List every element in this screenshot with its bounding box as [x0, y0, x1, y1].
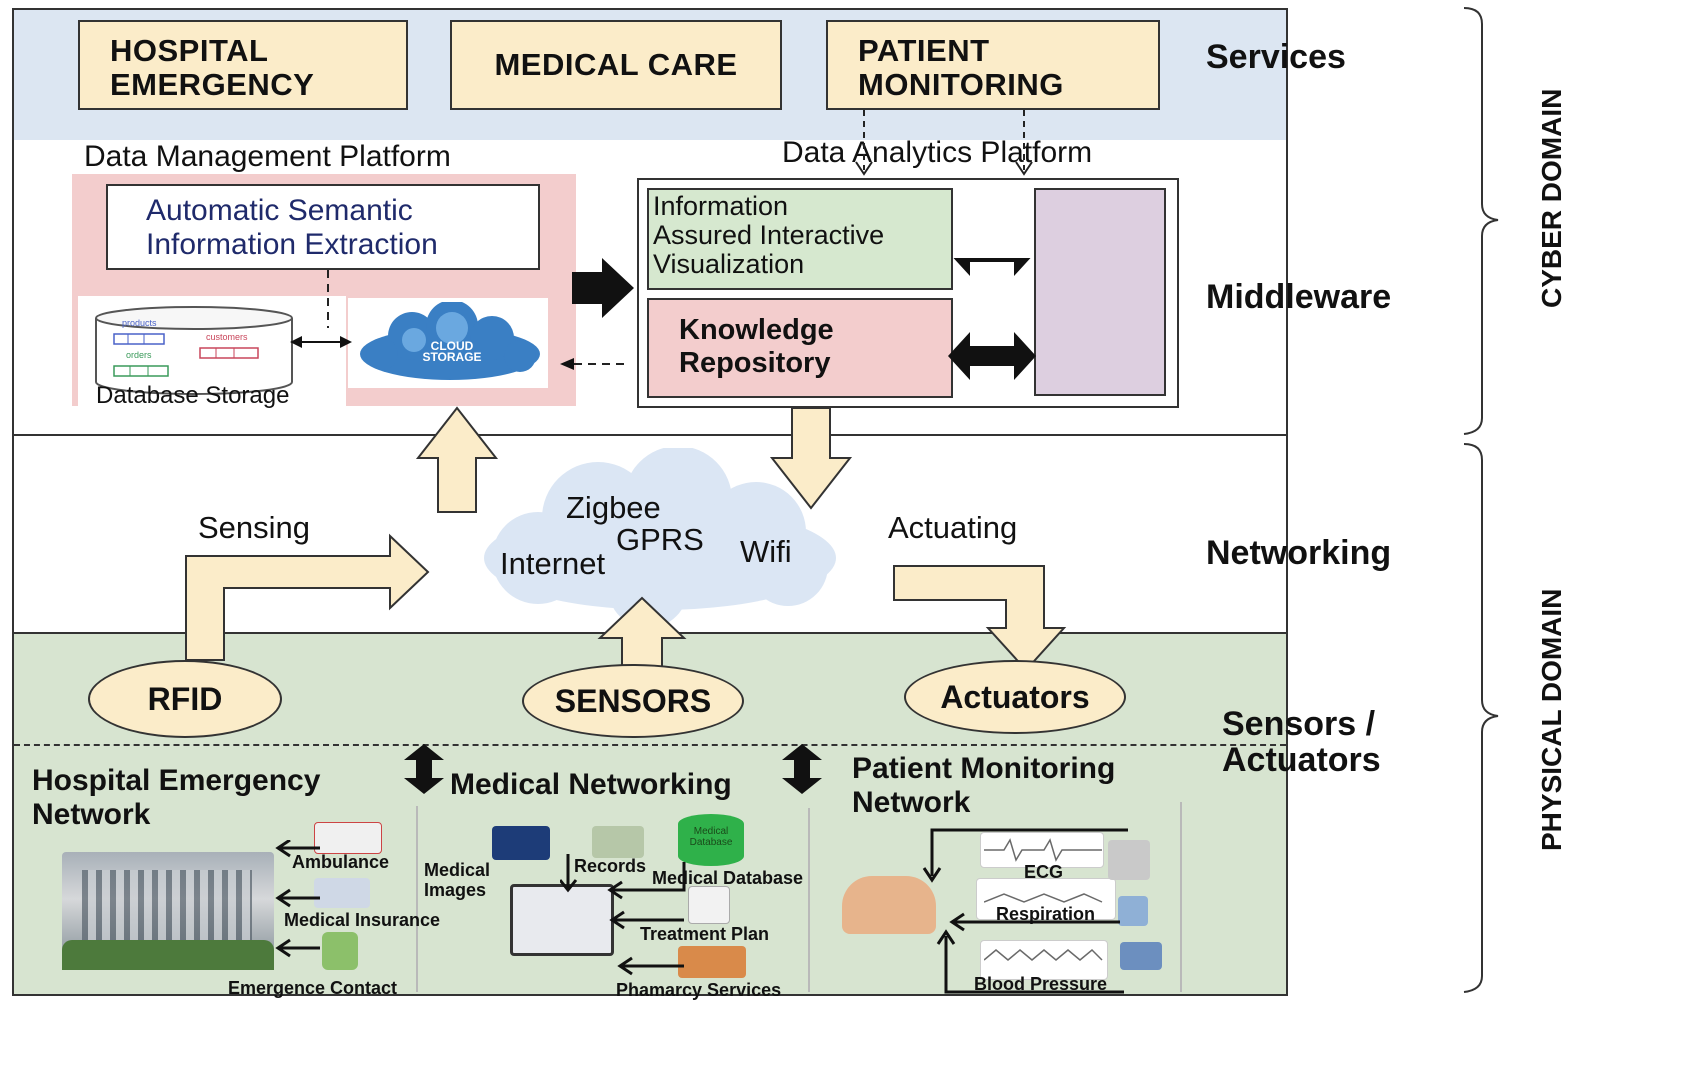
- treatment-plan-label: Treatment Plan: [640, 924, 770, 944]
- physical-domain-label: PHYSICAL DOMAIN: [1536, 588, 1567, 851]
- visualization-line: Visualization: [653, 249, 805, 279]
- blood-pressure-label: Blood Pressure: [974, 974, 1108, 994]
- database-cylinder-icon: [95, 306, 293, 395]
- cyber-domain-label: CYBER DOMAIN: [1536, 88, 1567, 308]
- cloud-storage-line: STORAGE: [422, 350, 482, 364]
- data-management-platform-label: Data Management Platform: [84, 140, 451, 173]
- knowledge-repository-box: Knowledge Repository: [647, 298, 953, 398]
- lavender-box: [1034, 188, 1166, 396]
- respiration-device-icon: [1118, 896, 1148, 926]
- flow-arrows: [185, 406, 1067, 677]
- dashed-separator: [14, 744, 1286, 746]
- database-storage-label: Database Storage: [96, 382, 290, 409]
- db-table-label: orders: [126, 350, 152, 360]
- ambulance-label: Ambulance: [292, 852, 390, 872]
- network-title-line: Network: [852, 786, 971, 819]
- network-title-line: Patient Monitoring: [852, 752, 1116, 785]
- patient-monitoring-network-title: Patient Monitoring Network: [852, 752, 1115, 820]
- cloud-word-gprs: GPRS: [616, 522, 704, 557]
- layer-line: Sensors /: [1222, 705, 1376, 743]
- service-hospital-emergency: HOSPITAL EMERGENCY: [78, 20, 408, 110]
- service-medical-care: MEDICAL CARE: [450, 20, 782, 110]
- network-cloud-icon: [484, 448, 836, 628]
- pharmacy-services-label: Phamarcy Services: [616, 980, 782, 1000]
- emergence-contact-label: Emergence Contact: [228, 978, 398, 998]
- medical-images-label: Medical Images: [424, 860, 504, 900]
- building-windows: [82, 870, 252, 940]
- actuating-label: Actuating: [888, 510, 1018, 545]
- layer-line: Actuators: [1222, 741, 1381, 779]
- hospital-building-icon: [62, 852, 274, 970]
- medical-images-text: Medical Images: [424, 860, 491, 900]
- device-rfid: RFID: [88, 660, 282, 738]
- medical-insurance-label: Medical Insurance: [284, 910, 441, 930]
- ambulance-icon: [314, 822, 382, 854]
- visualization-line: Information: [653, 191, 789, 221]
- network-title-line: Network: [32, 798, 151, 831]
- semantic-extraction-box: Automatic Semantic Information Extractio…: [106, 184, 540, 270]
- medical-insurance-icon: [314, 878, 370, 908]
- db-table-label: customers: [206, 332, 248, 342]
- repository-line: Repository: [679, 347, 831, 379]
- service-line: EMERGENCY: [110, 67, 315, 102]
- semantic-line: Automatic Semantic: [146, 194, 413, 227]
- repository-line: Knowledge: [679, 314, 834, 346]
- cloud-word-internet: Internet: [500, 546, 606, 581]
- pharmacy-services-icon: [678, 946, 746, 978]
- hospital-panel: [36, 806, 418, 992]
- db-table-label: products: [122, 318, 157, 328]
- respiration-chart-icon: [976, 878, 1116, 920]
- layer-services-label: Services: [1206, 38, 1346, 76]
- service-line: MEDICAL CARE: [494, 47, 738, 82]
- cloud-storage-text: CLOUD STORAGE: [412, 339, 492, 364]
- db-icon-line: Database: [689, 837, 733, 848]
- records-icon: [592, 826, 644, 858]
- device-sensors: SENSORS: [522, 664, 744, 738]
- service-patient-monitoring: PATIENT MONITORING: [826, 20, 1160, 110]
- data-analytics-platform-label: Data Analytics Platform: [782, 136, 1093, 169]
- medical-database-label: Medical Database: [652, 868, 804, 888]
- medical-arrows: [560, 854, 686, 976]
- device-actuators: Actuators: [904, 660, 1126, 734]
- patient-panel: [840, 802, 1182, 992]
- service-dashed-arrows: [855, 110, 1033, 176]
- double-vertical-arrows: [404, 744, 822, 794]
- hospital-arrows: [275, 840, 320, 958]
- db-icon-line: Medical: [693, 826, 729, 837]
- layer-middleware-label: Middleware: [1206, 278, 1392, 316]
- cloud-storage-line: CLOUD: [430, 339, 474, 353]
- network-title-line: Hospital Emergency: [32, 764, 321, 797]
- respiration-label: Respiration: [996, 904, 1096, 924]
- service-line: PATIENT: [858, 33, 990, 68]
- visualization-line: Assured Interactive: [653, 220, 885, 250]
- medical-networking-title: Medical Networking: [450, 768, 732, 801]
- cloud-word-wifi: Wifi: [740, 534, 792, 569]
- medical-images-icon: [492, 826, 550, 860]
- records-label: Records: [574, 856, 647, 876]
- patient-arrows: [922, 828, 1128, 994]
- emergency-contact-icon: [322, 932, 358, 970]
- treatment-plan-icon: [688, 886, 730, 924]
- blood-pressure-device-icon: [1120, 942, 1162, 970]
- semantic-line: Information Extraction: [146, 228, 438, 261]
- cloud-word-zigbee: Zigbee: [566, 490, 661, 525]
- patient-chart-waves: [984, 838, 1103, 961]
- ecg-label: ECG: [1024, 862, 1064, 882]
- ecg-device-icon: [1108, 840, 1150, 880]
- patient-icon: [842, 876, 936, 934]
- layer-networking-label: Networking: [1206, 534, 1392, 572]
- info-visualization-box: Information Assured Interactive Visualiz…: [647, 188, 953, 290]
- medical-panel: [418, 808, 810, 992]
- service-line: HOSPITAL: [110, 33, 269, 68]
- domain-braces: [1463, 7, 1499, 993]
- medical-database-icon: Medical Database: [678, 814, 744, 866]
- hospital-emergency-network-title: Hospital Emergency Network: [32, 764, 320, 832]
- building-trees: [62, 940, 274, 970]
- cloud-storage-icon: [360, 302, 540, 380]
- sensing-label: Sensing: [198, 510, 311, 545]
- layer-sensors-actuators-label: Sensors / Actuators: [1222, 706, 1381, 778]
- service-line: MONITORING: [858, 67, 1064, 102]
- middleware-black-arrows: [290, 258, 1036, 380]
- blood-pressure-chart-icon: [980, 940, 1108, 980]
